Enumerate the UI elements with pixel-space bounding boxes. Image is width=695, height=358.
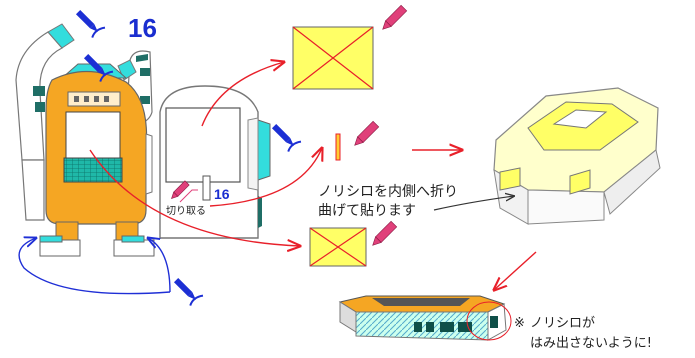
arrow-tray-to-model <box>494 251 537 290</box>
blue-pen-icon <box>75 9 106 38</box>
blue-pen-icon <box>271 123 302 152</box>
pink-pen-icon <box>382 4 408 30</box>
arrow-window-to-top-panel <box>201 62 284 127</box>
note-line-1: ノリシロが <box>530 316 595 331</box>
assembled-model <box>338 295 507 341</box>
tab-number: 16 <box>214 186 230 202</box>
pink-pen-icon <box>354 120 380 146</box>
left-arm-strip <box>15 23 75 221</box>
arrow-window-to-strip <box>209 148 322 207</box>
note-mark: ※ <box>514 316 525 331</box>
blue-arrows <box>18 238 171 295</box>
blue-pen-icon <box>173 277 204 306</box>
pink-pen-icon <box>171 180 190 199</box>
pink-pen-icon <box>372 220 398 246</box>
yellow-panel-bottom <box>309 227 367 267</box>
folded-tray <box>493 87 661 225</box>
thin-strip <box>335 133 341 161</box>
arrow-body-to-bottom-panel <box>89 149 300 246</box>
instruction-line-1: ノリシロを内側へ折り <box>318 184 458 200</box>
legs <box>39 221 155 257</box>
part-number: 16 <box>128 13 157 43</box>
cut-pointer <box>179 189 198 203</box>
caution-circle <box>466 301 512 341</box>
instruction-pointer <box>433 196 514 211</box>
yellow-panel-top <box>292 26 374 90</box>
blue-arrow-right <box>148 238 171 293</box>
blue-arrow-left <box>18 238 171 295</box>
blue-pen-icon <box>83 53 114 82</box>
note-line-2: はみ出さないように! <box>530 336 652 351</box>
cut-label: 切り取る <box>166 205 206 217</box>
window-piece <box>159 85 271 239</box>
red-arrows <box>89 62 537 290</box>
instruction-line-2: 曲げて貼ります <box>318 203 416 219</box>
robot-net <box>15 23 155 257</box>
